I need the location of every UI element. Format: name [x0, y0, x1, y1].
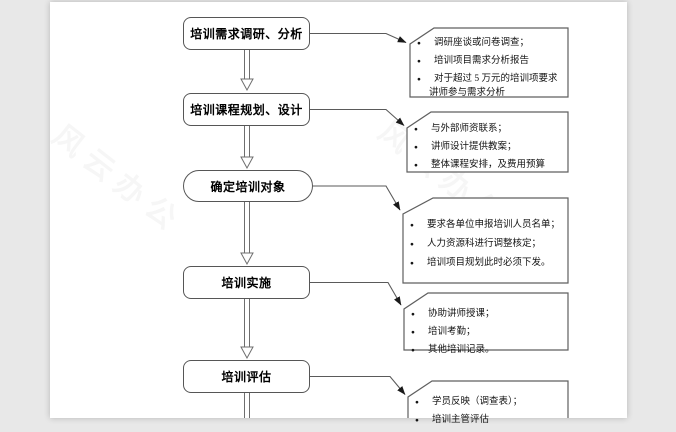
- connector-course-design: [310, 108, 405, 126]
- bullet-icon: ●: [417, 58, 421, 65]
- callout-box-evaluation: [407, 380, 569, 418]
- list-item: ● 与外部师资联系；: [409, 123, 566, 136]
- flow-arrow-4: [240, 299, 254, 360]
- list-item-text: 要求各单位申报培训人员名单；: [427, 220, 561, 230]
- list-item: ● 其他培训记录。: [406, 344, 566, 357]
- list-item-text: 培训项目需求分析报告: [434, 56, 530, 66]
- callout-box-needs-analysis: [409, 27, 569, 98]
- flow-arrow-2: [240, 126, 254, 170]
- list-item-text: 整体课程安排，及费用预算: [431, 160, 546, 170]
- bullet-icon: ●: [415, 417, 419, 424]
- connector-needs-analysis: [310, 32, 407, 44]
- bullet-icon: ●: [417, 40, 421, 47]
- flow-node-confirm-targets: 确定培训对象: [183, 170, 313, 202]
- list-item-text: 学员反映（调查表）；: [432, 397, 523, 407]
- list-item: ● 培训主管评估: [410, 414, 566, 427]
- flow-node-evaluation: 培训评估: [183, 360, 310, 393]
- flowchart-lines-layer: [240, 27, 569, 418]
- list-item-text: 对于超过 5 万元的培训项要求: [434, 74, 558, 84]
- list-item-text: 讲师设计提供教案；: [431, 142, 517, 152]
- callout-connectors: [310, 32, 407, 395]
- list-item: ● 学员反映（调查表）；: [410, 396, 566, 409]
- callout-shapes: [402, 27, 569, 418]
- list-item: ● 调研座谈或问卷调查；: [412, 37, 566, 50]
- list-item: 讲师参与需求分析: [412, 87, 566, 100]
- list-item-text: 培训项目规划此时必须下发。: [427, 258, 551, 268]
- list-item-text: 培训考勤；: [428, 327, 476, 337]
- flow-arrow-1: [240, 50, 254, 92]
- flow-arrows: [240, 50, 254, 418]
- flow-node-needs-analysis: 培训需求调研、分析: [183, 17, 310, 50]
- callout-list-course-design: ● 与外部师资联系； ● 讲师设计提供教案； ● 整体课程安排，及费用预算: [409, 123, 566, 177]
- list-item-text: 讲师参与需求分析: [429, 88, 506, 98]
- connector-evaluation: [310, 375, 406, 395]
- bullet-icon: ●: [415, 399, 419, 406]
- callout-list-needs-analysis: ● 调研座谈或问卷调查； ● 培训项目需求分析报告 ● 对于超过 5 万元的培训…: [412, 37, 566, 105]
- list-item: ● 协助讲师授课；: [406, 308, 566, 321]
- list-item: ● 人力资源科进行调整核定；: [405, 238, 566, 251]
- bullet-icon: ●: [411, 347, 415, 354]
- flow-arrow-3: [240, 202, 254, 266]
- bullet-icon: ●: [410, 241, 414, 248]
- flow-node-course-design: 培训课程规划、设计: [183, 93, 310, 126]
- list-item: ● 培训项目需求分析报告: [412, 55, 566, 68]
- bullet-icon: ●: [414, 126, 418, 133]
- list-item-text: 调研座谈或问卷调查；: [434, 38, 530, 48]
- bullet-icon: ●: [414, 144, 418, 151]
- bullet-icon: ●: [411, 329, 415, 336]
- list-item: ● 培训考勤；: [406, 326, 566, 339]
- list-item-text: 人力资源科进行调整核定；: [427, 239, 542, 249]
- connector-confirm-targets: [313, 185, 401, 211]
- document-preview-canvas: { "glyphs": { "bullet": "●" }, "watermar…: [50, 2, 627, 425]
- list-item: ● 整体课程安排，及费用预算: [409, 159, 566, 172]
- connector-implementation: [310, 281, 402, 306]
- bullet-icon: ●: [410, 260, 414, 267]
- callout-box-implementation: [403, 292, 569, 351]
- callout-box-course-design: [406, 111, 569, 173]
- flow-arrow-5: [244, 393, 250, 418]
- list-item: ● 培训项目规划此时必须下发。: [405, 257, 566, 270]
- list-item-text: 与外部师资联系；: [431, 124, 508, 134]
- bullet-icon: ●: [417, 76, 421, 83]
- bullet-icon: ●: [414, 162, 418, 169]
- list-item-text: 培训主管评估: [432, 415, 490, 425]
- list-item: ● 讲师设计提供教案；: [409, 141, 566, 154]
- bullet-icon: ●: [411, 311, 415, 318]
- bullet-icon: ●: [410, 222, 414, 229]
- list-item: ● 对于超过 5 万元的培训项要求: [412, 73, 566, 86]
- list-item-text: 协助讲师授课；: [428, 309, 495, 319]
- callout-list-confirm-targets: ● 要求各单位申报培训人员名单； ● 人力资源科进行调整核定； ● 培训项目规划…: [405, 219, 566, 275]
- flow-node-implementation: 培训实施: [183, 266, 310, 299]
- list-item: ● 要求各单位申报培训人员名单；: [405, 219, 566, 232]
- callout-list-evaluation: ● 学员反映（调查表）； ● 培训主管评估: [410, 396, 566, 432]
- callout-box-confirm-targets: [402, 197, 569, 284]
- list-item-text: 其他培训记录。: [428, 345, 495, 355]
- callout-list-implementation: ● 协助讲师授课； ● 培训考勤； ● 其他培训记录。: [406, 308, 566, 362]
